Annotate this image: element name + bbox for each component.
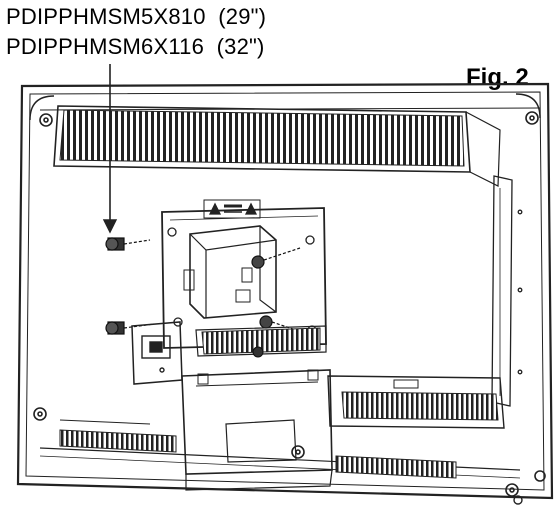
screw-hole-top-right [305, 235, 315, 245]
screw-left-upper [105, 237, 151, 251]
lower-right-vent-housing [327, 375, 505, 429]
warning-label [203, 199, 261, 219]
bracket-box [189, 225, 277, 319]
part-number-29in: PDIPPHMSM5X810 (29") [6, 4, 267, 29]
corner-boss-bottom-left [33, 407, 47, 421]
power-socket [141, 335, 171, 359]
corner-boss-top-right [525, 111, 539, 125]
top-vent-grille [59, 109, 465, 167]
screw-right-upper [251, 247, 301, 269]
tv-inner-edge [25, 91, 545, 491]
screw-hole-top-left [167, 227, 177, 237]
power-inlet-panel [131, 321, 183, 385]
screw-left-lower [105, 321, 155, 335]
right-side-rail [491, 175, 513, 407]
corner-boss-bottom-mid [291, 445, 305, 459]
bottom-right-vent-grille [335, 455, 457, 479]
bottom-left-vent-grille [59, 429, 177, 453]
corner-boss-bottom-right [505, 483, 519, 497]
mount-screws [105, 237, 303, 335]
lower-right-vent-grille [341, 391, 499, 421]
lower-center-vent [201, 327, 321, 355]
corner-boss-top-left [39, 113, 53, 127]
tv-outer-shell [16, 82, 554, 500]
part-number-32in: PDIPPHMSM6X116 (32") [6, 34, 265, 59]
